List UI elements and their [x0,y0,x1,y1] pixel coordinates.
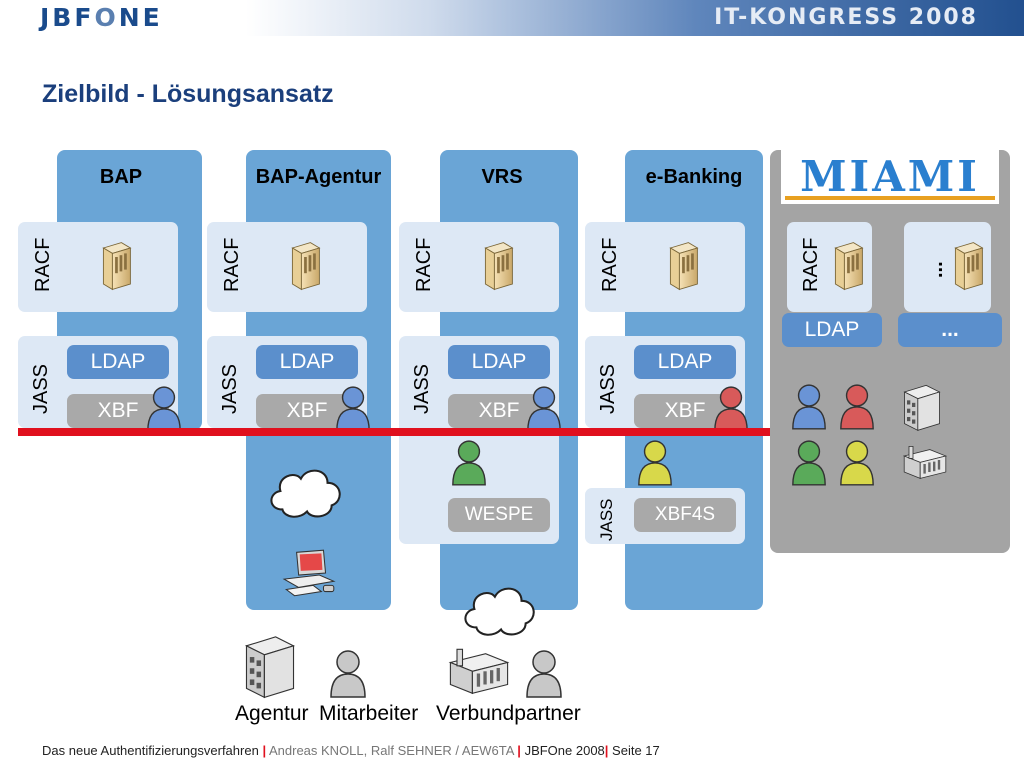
caption-verbundpartner: Verbundpartner [436,702,581,725]
user-icon [838,438,876,486]
racf-panel-bap [18,222,178,312]
footer: Das neue Authentifizierungsverfahren | A… [42,743,660,758]
ldap-pill-bap: LDAP [67,345,169,379]
user-icon [636,438,674,486]
slide-title: Zielbild - Lösungsansatz [42,80,334,108]
racf-label-bap-agentur: RACF [221,237,243,292]
xbf4s-pill: XBF4S [634,498,736,532]
footer-separator: | [604,743,609,758]
racf-panel-bap-agentur [207,222,367,312]
ldap-pill-ebanking: LDAP [634,345,736,379]
computer-icon [278,548,340,600]
user-icon [450,438,488,486]
footer-event: JBFOne 2008 [524,743,605,758]
caption-mitarbeiter: Mitarbeiter [319,702,419,725]
user-icon [524,648,564,698]
user-icon [712,384,750,432]
footer-authors: Andreas KNOLL, Ralf SEHNER / AEW6TA [268,743,514,758]
factory-icon [446,640,512,696]
user-icon [790,382,828,430]
column-header-bap-agentur: BAP-Agentur [255,166,382,188]
server-icon [287,240,323,292]
ldap-pill-bap-agentur: LDAP [256,345,358,379]
racf-label-ebanking: RACF [599,237,621,292]
jass-label-vrs: JASS [411,363,433,414]
racf-ellipsis-miami: ... [925,261,947,278]
cloud-icon [458,578,540,640]
building-icon [900,382,944,432]
ldap-pill-vrs: LDAP [448,345,550,379]
caption-agentur: Agentur [235,702,309,725]
user-icon [838,382,876,430]
wespe-pill: WESPE [448,498,550,532]
ldap-pill-miami-more: ... [898,313,1002,347]
server-icon [98,240,134,292]
server-icon [480,240,516,292]
congress-title: IT-KONGRESS 2008 [714,5,978,30]
column-header-bap: BAP [99,166,143,188]
factory-icon [900,440,950,480]
header-bar [0,0,1024,36]
server-icon [830,240,866,292]
footer-separator: | [262,743,267,758]
footer-topic: Das neue Authentifizierungsverfahren [42,743,259,758]
racf-label-bap: RACF [32,237,54,292]
column-header-ebanking: e-Banking [645,166,743,188]
building-icon [242,632,298,700]
racf-label-miami: RACF [800,237,822,292]
server-icon [665,240,701,292]
user-icon [145,384,183,432]
user-icon [790,438,828,486]
miami-column-bg [770,150,1010,553]
column-header-vrs: VRS [481,166,523,188]
ldap-pill-miami: LDAP [782,313,882,347]
jbfone-logo: JBFONE [40,3,163,32]
jass-label-bap-agentur: JASS [219,363,241,414]
racf-label-vrs: RACF [413,237,435,292]
jass-label-bap: JASS [30,363,52,414]
jass-label-ebanking-xbf4s: JASS [597,498,616,541]
racf-panel-ebanking [585,222,745,312]
jass-label-ebanking: JASS [597,363,619,414]
user-icon [334,384,372,432]
user-icon [328,648,368,698]
user-icon [525,384,563,432]
footer-page: Seite 17 [612,743,660,758]
miami-logo: MIAMI [781,150,999,204]
racf-panel-vrs [399,222,559,312]
footer-separator: | [517,743,521,758]
server-icon [950,240,986,292]
red-boundary-line [18,428,770,436]
cloud-icon [264,460,346,522]
